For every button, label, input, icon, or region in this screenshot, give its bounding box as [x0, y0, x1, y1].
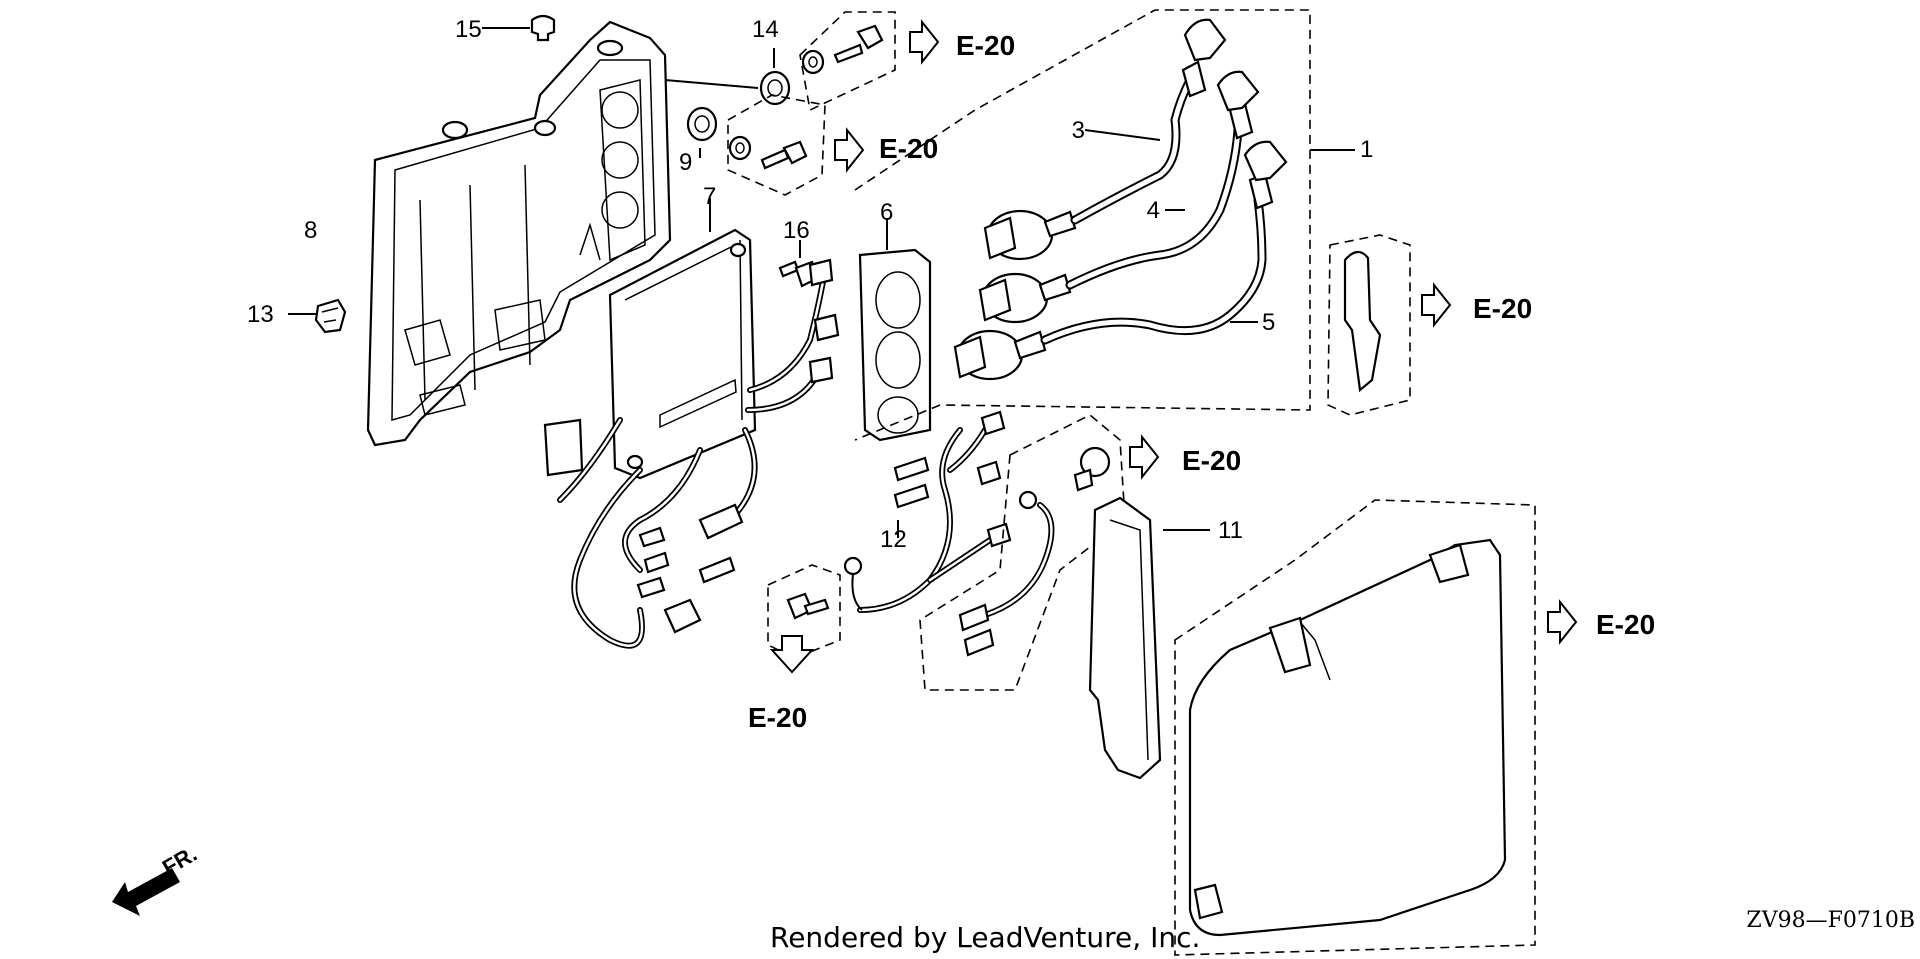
part-14-grommet: [664, 48, 791, 106]
front-direction-arrow: FR.: [112, 841, 201, 916]
reference-arrow-5: E-20: [1547, 599, 1655, 645]
reference-label-3: E-20: [1473, 293, 1532, 324]
reference-arrow-3: E-20: [1421, 282, 1532, 328]
reference-arrow-1: E-20: [909, 19, 1015, 65]
reference-label-4: E-20: [1182, 445, 1241, 476]
part-1-group-box: [854, 9, 1355, 441]
part-15-screw: [482, 14, 556, 42]
cover-box: [1174, 499, 1536, 956]
callout-12: 12: [880, 526, 907, 553]
part-6-coil-bracket: [858, 218, 932, 442]
callout-13: 13: [247, 301, 274, 328]
part-11-terminal-strip: [1088, 496, 1210, 780]
callout-5: 5: [1262, 309, 1275, 336]
part-4-coil-cable: [978, 70, 1260, 324]
reference-arrow-2: E-20: [834, 127, 938, 173]
part-3-coil-cable: [983, 18, 1227, 261]
hardware-box-lower: [727, 94, 826, 196]
reference-label-5: E-20: [1596, 609, 1655, 640]
part-13-clip: [288, 298, 347, 334]
reference-label-1: E-20: [956, 30, 1015, 61]
part-12-harness: [843, 410, 1012, 613]
callout-4: 4: [1147, 197, 1160, 224]
callout-16: 16: [783, 217, 810, 244]
part-5-coil-cable: [953, 140, 1288, 381]
wiring-harness: [543, 258, 840, 649]
callout-1: 1: [1360, 136, 1373, 163]
callout-15: 15: [455, 16, 482, 43]
part-9-grommet: [686, 106, 718, 158]
part-7-control-unit: [608, 198, 757, 480]
reference-label-2: E-20: [879, 133, 938, 164]
callout-6: 6: [880, 199, 893, 226]
callout-11: 11: [1218, 517, 1243, 544]
hardware-box-upper: [799, 11, 896, 112]
diagram-code: ZV98—F0710B: [1746, 908, 1915, 933]
ground-bolt: [767, 564, 841, 659]
hook-clip-box: [1327, 234, 1411, 416]
callout-7: 7: [703, 183, 716, 210]
callout-14: 14: [752, 16, 779, 43]
credit-text: Rendered by LeadVenture, Inc.: [770, 921, 1200, 954]
part-8-back-panel: [366, 20, 672, 447]
connector-box: [919, 414, 1126, 691]
reference-arrow-4: E-20: [1129, 434, 1241, 480]
callout-8: 8: [304, 217, 317, 244]
callout-9: 9: [679, 149, 692, 176]
callout-3: 3: [1072, 117, 1085, 144]
reference-label-6: E-20: [748, 702, 807, 733]
reference-arrow-6: E-20: [748, 635, 815, 733]
